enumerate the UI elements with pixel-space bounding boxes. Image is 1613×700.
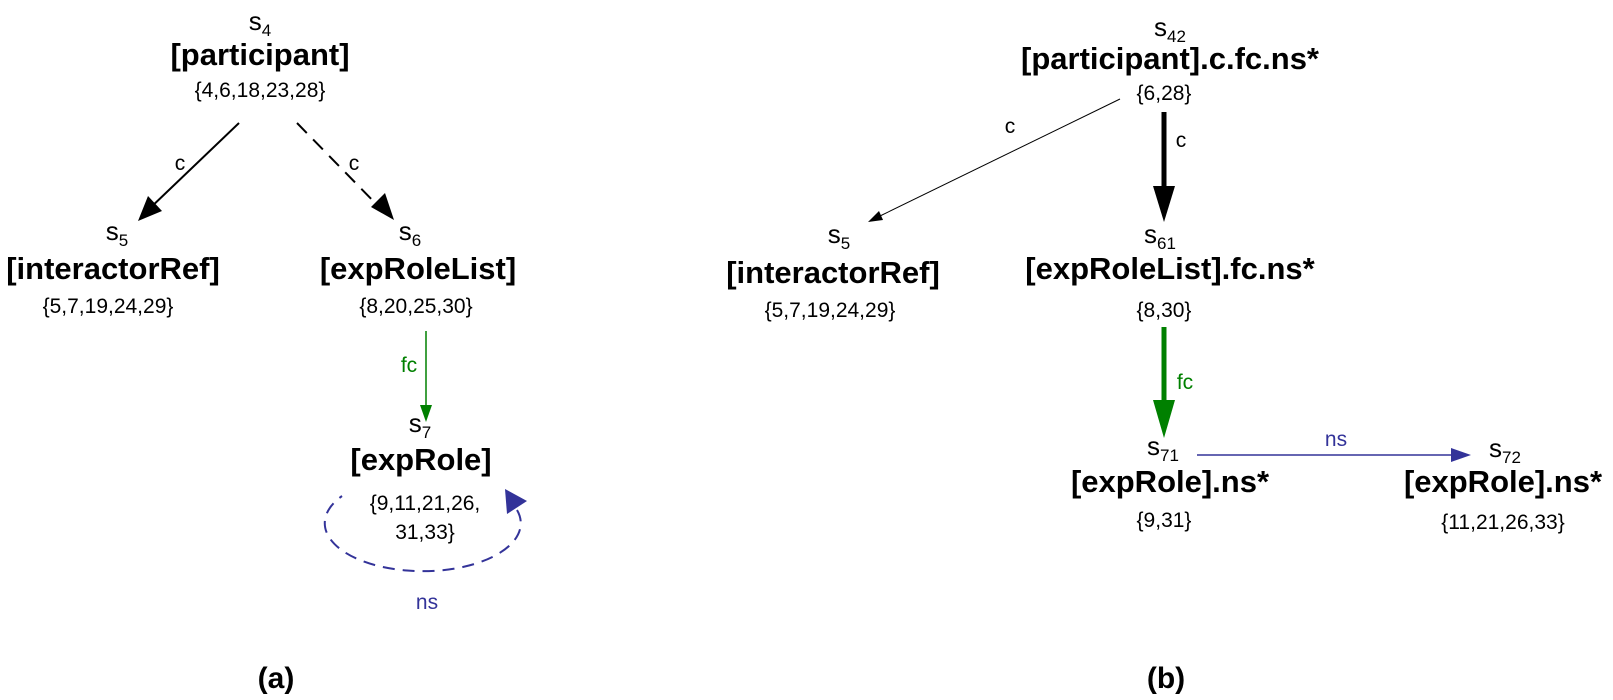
node-state: s5 xyxy=(828,219,850,253)
node-s71: s71 [expRole].ns* {9,31} xyxy=(1071,431,1270,532)
node-s4: s4 [participant] {4,6,18,23,28} xyxy=(170,6,349,102)
node-set: {5,7,19,24,29} xyxy=(765,299,896,322)
node-set: {4,6,18,23,28} xyxy=(195,79,326,102)
node-s61: s61 [expRoleList].fc.ns* {8,30} xyxy=(1025,219,1315,322)
node-s42: s42 [participant].c.fc.ns* {6,28} xyxy=(1021,12,1320,105)
node-state: s72 xyxy=(1489,433,1521,467)
node-state: s42 xyxy=(1154,12,1186,46)
node-state: s71 xyxy=(1147,431,1179,465)
edge-s4-s6: c xyxy=(296,122,394,220)
node-label: [expRole].ns* xyxy=(1071,464,1270,499)
node-set: 31,33} xyxy=(395,521,455,544)
node-state: s4 xyxy=(249,6,271,40)
edge-s6-s7: fc xyxy=(401,331,432,422)
node-s6: s6 [expRoleList] {8,20,25,30} xyxy=(320,216,516,318)
node-label: [interactorRef] xyxy=(726,255,940,290)
node-state: s6 xyxy=(399,216,421,250)
node-set: {11,21,26,33} xyxy=(1441,511,1564,534)
node-set: {9,31} xyxy=(1137,509,1192,532)
node-set: {6,28} xyxy=(1137,82,1192,105)
node-s7: s7 [expRole] {9,11,21,26, 31,33} xyxy=(350,408,491,544)
node-state: s61 xyxy=(1144,219,1176,253)
node-state: s5 xyxy=(106,216,128,250)
edge-label: fc xyxy=(1177,371,1193,394)
panel-b: s42 [participant].c.fc.ns* {6,28} s5 [in… xyxy=(726,12,1603,695)
node-set: {8,30} xyxy=(1137,299,1192,322)
node-label: [interactorRef] xyxy=(6,251,220,286)
node-s5: s5 [interactorRef] {5,7,19,24,29} xyxy=(6,216,220,318)
edge-label: c xyxy=(175,152,186,175)
edge-s71-s72: ns xyxy=(1197,428,1471,462)
edge-s42-s61: c xyxy=(1153,112,1186,222)
edge-s7-self-loop: ns xyxy=(323,489,527,614)
panel-a: s4 [participant] {4,6,18,23,28} s5 [inte… xyxy=(6,6,527,695)
node-label: [expRole].ns* xyxy=(1404,464,1603,499)
edge-s61-s71: fc xyxy=(1153,327,1193,438)
edge-label: c xyxy=(1176,129,1187,152)
node-state: s7 xyxy=(409,408,431,442)
node-set: {9,11,21,26, xyxy=(370,492,481,515)
node-label: [participant].c.fc.ns* xyxy=(1021,41,1320,76)
edge-label: ns xyxy=(1325,428,1347,451)
node-set: {5,7,19,24,29} xyxy=(43,295,174,318)
panel-caption: (a) xyxy=(258,662,295,695)
panel-caption: (b) xyxy=(1147,662,1185,695)
edge-label: c xyxy=(1005,115,1016,138)
node-set: {8,20,25,30} xyxy=(359,295,472,318)
node-s72: s72 [expRole].ns* {11,21,26,33} xyxy=(1404,433,1603,534)
edge-s4-s5: c xyxy=(138,122,240,221)
edge-label: ns xyxy=(416,591,438,614)
edge-s42-s5: c xyxy=(868,98,1121,222)
node-label: [participant] xyxy=(170,37,349,72)
node-label: [expRoleList].fc.ns* xyxy=(1025,251,1315,286)
node-label: [expRoleList] xyxy=(320,251,516,286)
edge-label: c xyxy=(349,152,360,175)
node-label: [expRole] xyxy=(350,442,491,477)
node-s5-b: s5 [interactorRef] {5,7,19,24,29} xyxy=(726,219,940,322)
edge-label: fc xyxy=(401,354,417,377)
